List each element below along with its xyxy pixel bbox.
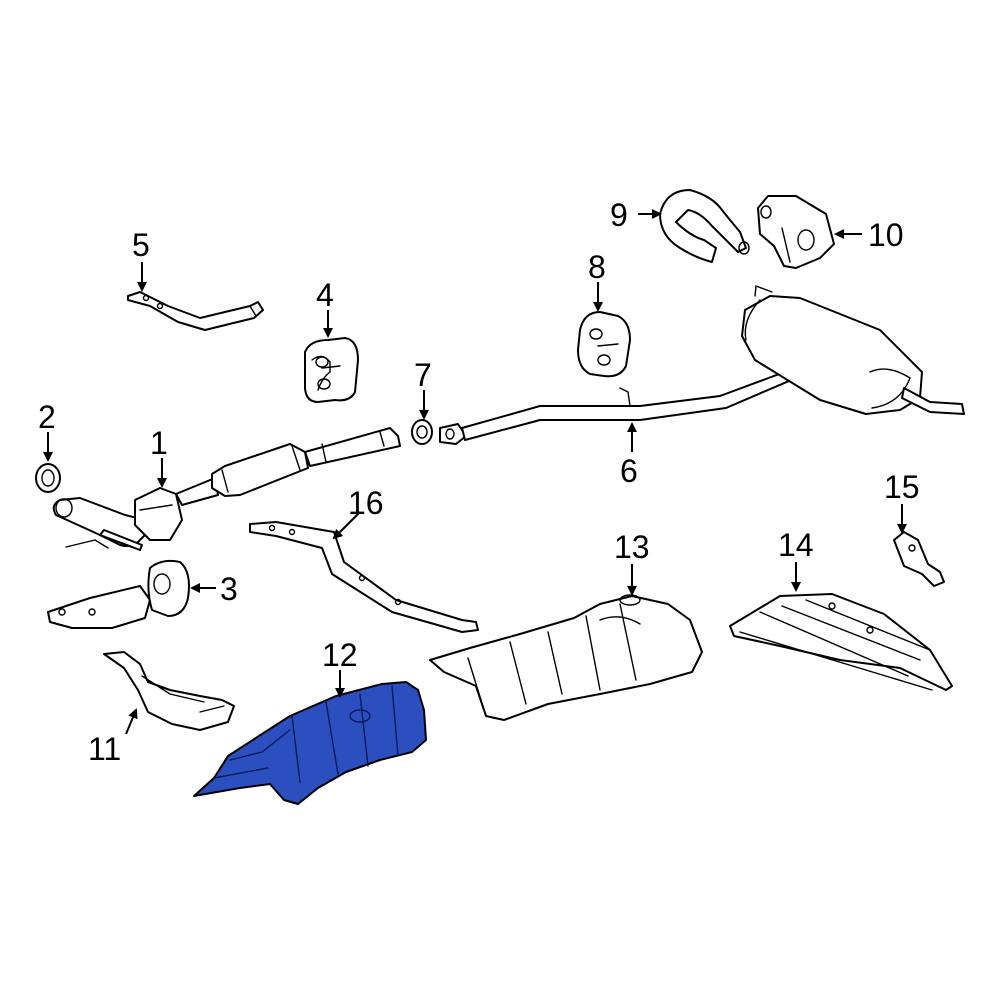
part-6-tailpipe-muffler[interactable] <box>439 285 965 445</box>
callout-8: 8 <box>588 249 606 285</box>
part-11-heat-shield[interactable] <box>103 651 235 731</box>
callout-15: 15 <box>884 469 920 505</box>
part-1-front-pipe[interactable] <box>52 477 219 551</box>
callout-arrows <box>43 209 907 735</box>
part-12-heat-shield-highlighted[interactable] <box>193 681 427 805</box>
part-2-gasket[interactable] <box>35 463 61 493</box>
part-15-small-bracket[interactable] <box>893 531 945 587</box>
callout-labels: 1 2 3 4 5 6 7 8 9 10 11 12 13 14 15 16 <box>38 197 920 767</box>
part-13-heat-shield[interactable] <box>429 594 703 721</box>
callout-13: 13 <box>614 529 650 565</box>
part-16-bar-bracket[interactable] <box>249 521 479 633</box>
callout-16: 16 <box>348 485 384 521</box>
callout-11: 11 <box>88 731 121 767</box>
part-7-gasket[interactable] <box>411 419 433 445</box>
callout-2: 2 <box>38 399 56 435</box>
part-4-rubber-hanger[interactable] <box>304 337 359 403</box>
callout-4: 4 <box>316 277 334 313</box>
part-9-hanger-bracket[interactable] <box>659 189 750 263</box>
callout-10: 10 <box>868 217 904 253</box>
callout-6: 6 <box>620 453 638 489</box>
callout-12: 12 <box>322 637 358 673</box>
callout-9: 9 <box>610 197 628 233</box>
callout-5: 5 <box>132 227 150 263</box>
callout-14: 14 <box>778 527 814 563</box>
part-14-heat-shield[interactable] <box>729 593 953 691</box>
part-1-resonator-pipe[interactable] <box>211 427 401 497</box>
part-5-bracket[interactable] <box>127 291 264 331</box>
callout-7: 7 <box>414 357 432 393</box>
callout-3: 3 <box>220 571 238 607</box>
callout-1: 1 <box>150 425 168 461</box>
part-10-mount[interactable] <box>757 195 835 269</box>
part-8-rubber-hanger[interactable] <box>577 311 631 378</box>
part-3-bracket-mount[interactable] <box>47 559 190 629</box>
